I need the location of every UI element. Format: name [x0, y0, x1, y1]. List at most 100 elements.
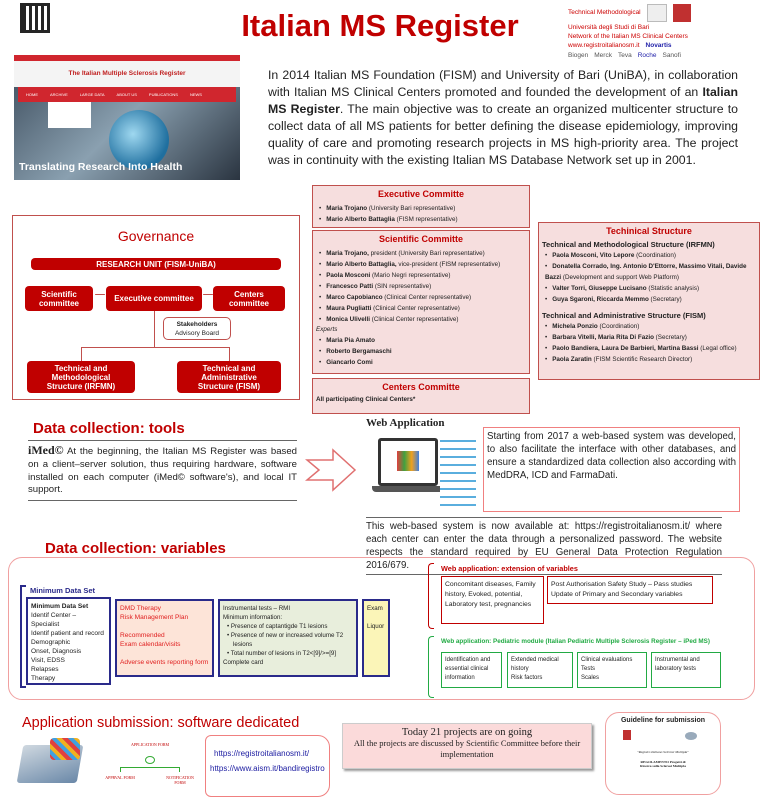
list-item: Maria Trojano, president (University Bar… — [313, 248, 529, 259]
guideline-box[interactable]: Guideline for submission "Registro Itali… — [605, 712, 721, 795]
nav-item: HOME — [26, 92, 38, 97]
person-role: (Coordination) — [634, 252, 676, 259]
instr-card: Complete card — [223, 659, 264, 666]
person-name: Michela Ponzio — [552, 323, 598, 330]
aism-link[interactable]: https://www.aism.it/bandiregistro — [210, 764, 325, 773]
dmd-item — [120, 622, 209, 631]
person-name: Paola Zaratin — [552, 356, 592, 363]
logo: Technical Methodological — [568, 9, 641, 16]
technical-structure-box: Techinical Structure Technical and Metho… — [538, 222, 760, 380]
stakeholders-label: Stakeholders — [176, 321, 218, 328]
box-title: Techinical Structure — [606, 226, 692, 236]
webapp-title: Web Application — [366, 417, 445, 429]
laptop-icon — [378, 438, 438, 486]
ped-title: Web application: Pediatric module (Itali… — [441, 638, 710, 645]
list-item: Roberto Bergamaschi — [313, 346, 529, 357]
person-role: (Development and support Web Platform) — [561, 274, 679, 281]
tech-admin-node: Technical and Administrative Structure (… — [177, 361, 281, 393]
person-name: Francesco Patti — [326, 283, 374, 290]
mds-label: Minimum Data Set — [30, 586, 96, 595]
intro-text: In 2014 Italian MS Foundation (FISM) and… — [268, 67, 738, 169]
register-link[interactable]: https://registroitalianosm.it/ — [214, 749, 310, 758]
mds-item: Therapy — [31, 675, 56, 682]
list-item: Paolo Bandiera, Laura De Barbieri, Marti… — [539, 343, 759, 354]
guideline-doc: "Registro Italiano Sclerosi Multipla" RE… — [619, 728, 707, 786]
flow-diagram: APPLICATION FORM APPRVAL FORM NOTIFICATI… — [100, 740, 200, 795]
network-icon — [440, 440, 476, 506]
person-name: Maura Pugliatti — [326, 305, 372, 312]
logo: Novartis — [645, 42, 672, 49]
person-name: Giancarlo Comi — [326, 359, 373, 366]
person-role: vice-president (FISM representative) — [396, 261, 501, 268]
ped-box: Clinical evaluations Tests Scales — [577, 652, 647, 688]
person-name: Maria Trojano, — [326, 250, 369, 257]
globe-image — [109, 110, 169, 170]
dmd-item: Adverse events reporting form — [120, 659, 209, 666]
imed-label: iMed© — [28, 443, 64, 457]
person-role: (Mario Negri representative) — [370, 272, 451, 279]
executive-committee-node: Executive committee — [106, 286, 202, 311]
person-name: Roberto Bergamaschi — [326, 348, 392, 355]
doc-title: "Registro Italiano Sclerosi Multipla" — [637, 750, 689, 754]
flow-node: APPRVAL FORM — [105, 775, 135, 780]
qr-code — [20, 3, 50, 33]
person-name: Guya Sgaroni, Riccarda Memmo — [552, 296, 649, 303]
box-title: Scientific Committe — [378, 234, 463, 244]
logo: Teva — [617, 52, 632, 59]
projects-box: Today 21 projects are on going All the p… — [342, 723, 592, 769]
person-role: (Clinical Center representative) — [382, 294, 472, 301]
dmd-item: DMD Therapy — [120, 605, 161, 612]
centers-text: All participating Clinical Centers* — [316, 396, 416, 403]
list-item: Giancarlo Comi — [313, 357, 529, 368]
person-role: (Clinical Center representative) — [369, 316, 459, 323]
list-item: Maura Pugliatti (Clinical Center represe… — [313, 303, 529, 314]
box-title: Centers Committe — [382, 382, 460, 392]
person-name: Maria Trojano — [326, 205, 368, 212]
box-title: Executive Committe — [377, 189, 465, 199]
centers-committee-node: Centers committee — [213, 286, 285, 311]
intro-part: In 2014 Italian MS Foundation (FISM) and… — [268, 68, 738, 99]
irfmn-title: Technical and Methodological Structure (… — [542, 240, 715, 249]
dmd-item — [120, 649, 209, 658]
mds-item: Onset, Diagnosis — [31, 648, 82, 655]
imed-desc: At the beginning, the Italian MS Registe… — [28, 446, 297, 496]
list-item: Paola Zaratin (FISM Scientific Research … — [539, 354, 759, 365]
list-item: Mario Alberto Battaglia, vice-president … — [313, 259, 529, 270]
person-role: (FISM Scientific Research Director) — [591, 356, 693, 363]
person-name: Maria Pia Amato — [326, 337, 375, 344]
person-role: president (University Bari representativ… — [368, 250, 485, 257]
mds-item: Identif Center – Specialist — [31, 612, 77, 628]
logo: Network of the Italian MS Clinical Cente… — [568, 33, 688, 40]
ext2a: Post Authorisation Safety Study – Pass s… — [551, 581, 693, 588]
instr-item: • Total number of lesions in T2<[9]/>=[9… — [227, 650, 337, 657]
list-item: Paola Mosconi, Vito Lepore (Coordination… — [539, 250, 759, 261]
dropdown-menu — [48, 102, 91, 128]
arrow-right-icon — [305, 448, 357, 492]
person-name: Paola Mosconi, Vito Lepore — [552, 252, 635, 259]
dmd-item: Risk Management Plan — [120, 614, 189, 621]
person-role: (Coordination) — [597, 323, 640, 330]
list-item: Barbara Vitelli, Maria Rita Di Fazio (Se… — [539, 332, 759, 343]
person-name: Paolo Bandiera, Laura De Barbieri, Marti… — [552, 345, 699, 352]
list-item: Paola Mosconi (Mario Negri representativ… — [313, 270, 529, 281]
person-name: Paola Mosconi — [326, 272, 371, 279]
ped-box: Instrumental and laboratory tests — [651, 652, 721, 688]
person-name: Barbara Vitelli, Maria Rita Di Fazio — [552, 334, 654, 341]
nav-item: ABOUT US — [116, 92, 137, 97]
bracket — [20, 585, 26, 688]
ped-box: Extended medical history Risk factors — [507, 652, 573, 688]
dmd-item: Recommended — [120, 632, 165, 639]
bracket — [428, 636, 434, 698]
instr-item: • Presence of captantigde T1 lesions — [227, 623, 328, 630]
exam-title: Exam — [367, 605, 383, 612]
logo: Università degli Studi di Bari — [568, 24, 650, 31]
governance-title: Governance — [117, 228, 195, 244]
ext-title: Web application: extension of variables — [441, 564, 578, 573]
mds-item: Relapses — [31, 666, 59, 673]
instr-title: Instrumental tests – RMI — [223, 605, 291, 612]
page-title: Italian MS Register — [241, 8, 519, 43]
webapp-desc: Starting from 2017 a web-based system wa… — [483, 427, 740, 512]
